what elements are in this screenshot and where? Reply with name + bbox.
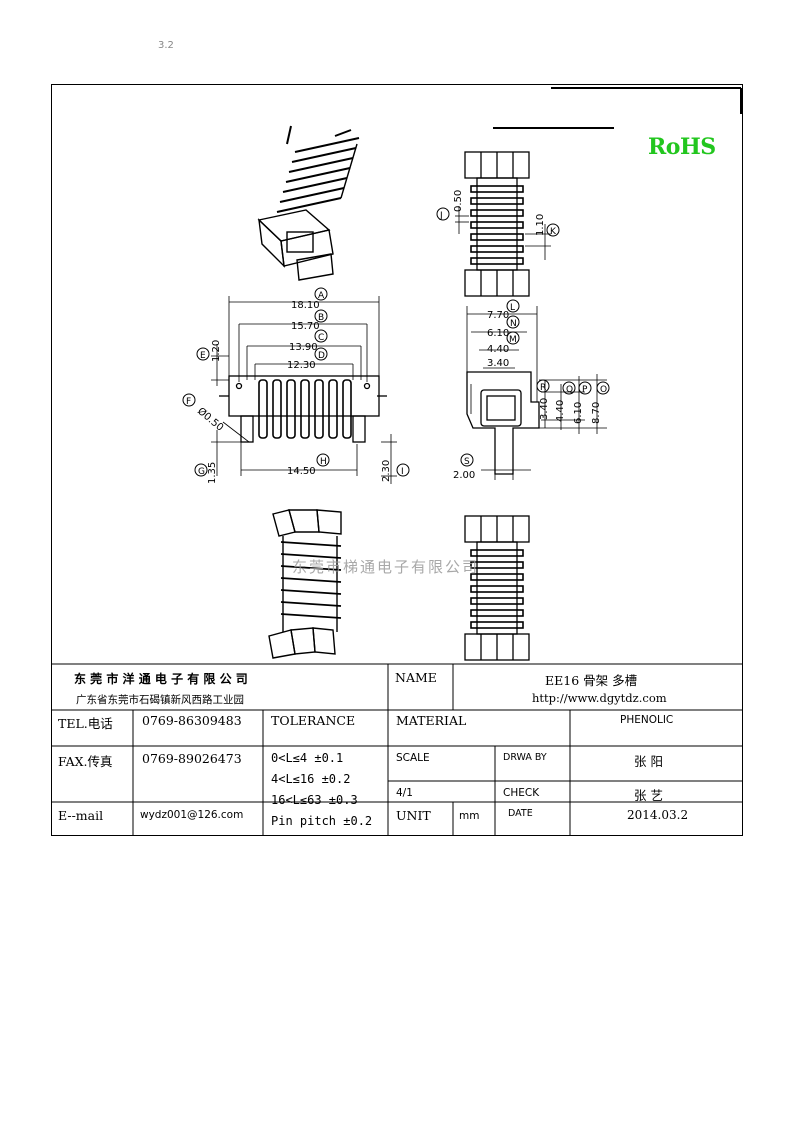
dim-I: 2.30 I [381, 460, 410, 482]
drwaby-value: 张 阳 [634, 754, 663, 769]
front-view-bottom [464, 515, 530, 661]
fax-value: 0769-89026473 [142, 751, 242, 766]
tolerance-line-3: 16<L≤63 ±0.3 [271, 793, 358, 807]
dim-K: K 1.10 [535, 214, 560, 237]
dim-S: S 2.00 [453, 453, 475, 481]
svg-text:J: J [439, 211, 443, 221]
svg-text:6.10: 6.10 [573, 402, 584, 424]
svg-text:14.50: 14.50 [287, 466, 316, 477]
svg-text:4.40: 4.40 [487, 344, 509, 355]
scale-value: 4/1 [396, 787, 413, 799]
page-mark: 3.2 [158, 40, 174, 51]
svg-text:G: G [198, 467, 205, 477]
unit-value: mm [459, 810, 480, 822]
dim-P: P 6.10 [573, 381, 592, 424]
email-value[interactable]: wydz001@126.com [140, 809, 244, 821]
svg-text:8.70: 8.70 [591, 402, 602, 424]
company-name: 东 莞 市 洋 通 电 子 有 限 公 司 [74, 672, 248, 686]
dim-G: G 1.35 [194, 462, 218, 484]
drawing-sheet-border [51, 84, 743, 836]
svg-text:S: S [464, 457, 470, 467]
isometric-view-top [257, 125, 360, 281]
svg-text:H: H [320, 457, 327, 467]
svg-text:0.50: 0.50 [453, 190, 464, 212]
svg-text:I: I [401, 467, 404, 477]
website-link[interactable]: http://www.dgytdz.com [532, 691, 667, 705]
unit-label: UNIT [396, 808, 431, 823]
svg-text:6.10: 6.10 [487, 328, 509, 339]
svg-text:1.35: 1.35 [207, 462, 218, 484]
svg-text:D: D [318, 351, 325, 361]
dim-L: 7.70 L [487, 299, 520, 321]
dim-Q: Q 4.40 [555, 381, 576, 422]
date-value: 2014.03.2 [627, 808, 689, 822]
svg-text:O: O [600, 385, 607, 395]
svg-text:A: A [318, 291, 325, 301]
company-address: 广东省东莞市石碣镇新风西路工业园 [76, 694, 244, 706]
tolerance-line-1: 0<L≤4 ±0.1 [271, 751, 344, 765]
svg-text:4.40: 4.40 [555, 400, 566, 422]
material-label: MATERIAL [396, 713, 467, 728]
svg-text:7.70: 7.70 [487, 310, 509, 321]
dim-J: J 0.50 [436, 190, 464, 221]
svg-text:M: M [509, 335, 517, 345]
svg-text:12.30: 12.30 [287, 360, 316, 371]
frame-marks [493, 87, 742, 129]
side-view [211, 296, 397, 484]
svg-text:2.30: 2.30 [381, 460, 392, 482]
svg-text:Q: Q [566, 385, 573, 395]
drwaby-label: DRWA BY [503, 752, 547, 763]
dim-B: 15.70 B [291, 309, 328, 332]
svg-text:15.70: 15.70 [291, 321, 320, 332]
end-view [466, 306, 607, 480]
svg-text:2.00: 2.00 [453, 470, 475, 481]
svg-text:P: P [582, 385, 588, 395]
svg-text:K: K [550, 227, 557, 237]
dim-R: R 3.40 [536, 379, 550, 420]
dim-E: E 1.20 [196, 340, 222, 362]
tel-label: TEL.电话 [58, 716, 113, 731]
svg-text:R: R [540, 383, 546, 393]
svg-text:3.40: 3.40 [539, 398, 550, 420]
svg-text:13.90: 13.90 [289, 342, 318, 353]
svg-text:18.10: 18.10 [291, 300, 320, 311]
technical-drawing: J 0.50 K 1.10 [51, 87, 743, 836]
svg-text:N: N [510, 319, 517, 329]
material-value: PHENOLIC [620, 714, 674, 726]
email-label: E--mail [58, 808, 104, 823]
tel-value: 0769-86309483 [142, 713, 242, 728]
svg-text:E: E [200, 351, 206, 361]
svg-text:1.10: 1.10 [535, 214, 546, 236]
front-view-top [455, 151, 551, 297]
scale-label: SCALE [396, 752, 430, 764]
title-block-grid [51, 663, 743, 836]
tolerance-line-2: 4<L≤16 ±0.2 [271, 772, 351, 786]
dim-F: F Ø0.50 [182, 393, 226, 434]
svg-text:1.20: 1.20 [211, 340, 222, 362]
date-label: DATE [508, 808, 533, 819]
dim-C: 13.90 C [289, 329, 328, 353]
check-label: CHECK [503, 787, 540, 799]
svg-text:F: F [186, 397, 191, 407]
tolerance-line-4: Pin pitch ±0.2 [271, 814, 373, 828]
svg-text:L: L [510, 303, 515, 313]
rohs-label: RoHS [648, 134, 716, 160]
svg-text:B: B [318, 313, 324, 323]
fax-label: FAX.传真 [58, 754, 113, 769]
dim-H: 14.50 H [287, 453, 330, 477]
isometric-view-bottom [268, 509, 342, 659]
dim-A: 18.10 A [291, 287, 328, 311]
tolerance-label: TOLERANCE [271, 713, 356, 728]
name-label: NAME [395, 670, 437, 685]
svg-text:C: C [318, 333, 324, 343]
svg-text:3.40: 3.40 [487, 358, 509, 369]
svg-text:Ø0.50: Ø0.50 [195, 405, 226, 434]
dim-D: 12.30 D [287, 347, 328, 371]
dim-N: 6.10 N [487, 315, 520, 339]
watermark: 东莞市梯通电子有限公司 [292, 558, 480, 576]
check-value: 张 艺 [634, 788, 663, 803]
dim-O: O 8.70 [591, 381, 610, 424]
dim-M: 4.40 M 3.40 [487, 331, 520, 369]
name-value: EE16 骨架 多槽 [545, 673, 638, 688]
